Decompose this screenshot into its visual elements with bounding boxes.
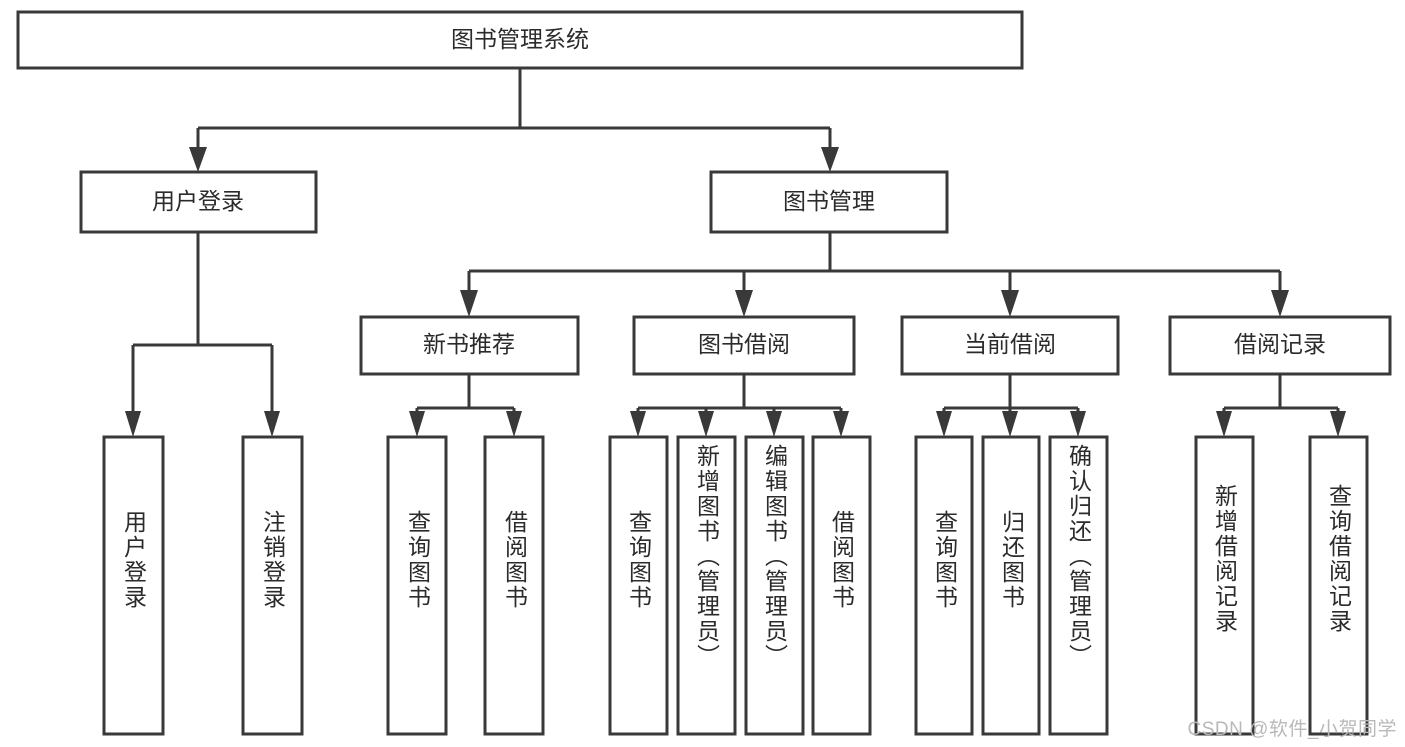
node-box-current-borrow[interactable] [900,315,1120,376]
leaf-label-logout: 注销登录 [259,510,286,610]
arrow-head-icon-book-borrow [735,290,753,317]
leaf-label-query-book-1: 查询图书 [404,510,431,610]
node-box-user-login[interactable] [79,170,318,234]
arrow-head-icon-leaf-add-record [1216,411,1232,437]
leaf-label-add-book: 新增图书（管理员） [693,444,720,669]
node-box-leaf-return-book[interactable] [981,435,1041,736]
arrow-head-icon-leaf-query-book-1 [409,411,425,437]
node-label-book-management: 图书管理 [783,188,875,214]
leaf-label-edit-book: 编辑图书（管理员） [761,444,788,669]
leaf-label-query-book-3: 查询图书 [931,510,958,610]
arrow-head-icon-leaf-borrow-book-1 [506,411,522,437]
leaf-label-query-record: 查询借阅记录 [1325,484,1352,634]
arrow-head-icon-leaf-borrow-book-2 [833,411,849,437]
arrow-head-icon-new-book-recommend [460,290,478,317]
node-box-leaf-borrow-book-1[interactable] [483,435,545,736]
arrow-head-icon-current-borrow [1001,290,1019,317]
node-label-current-borrow: 当前借阅 [964,331,1056,357]
node-label-borrow-record: 借阅记录 [1234,331,1326,357]
arrow-head-icon-leaf-query-book-2 [630,411,646,437]
node-box-leaf-user-login[interactable] [102,435,165,736]
node-box-new-book-recommend[interactable] [359,315,580,376]
node-box-leaf-borrow-book-2[interactable] [811,435,872,736]
connector-group-book-borrow [630,374,849,437]
arrow-head-icon-book-management [821,147,839,172]
leaf-label-return-book: 归还图书 [998,510,1025,610]
connector-group-new-book-recommend [409,374,522,437]
arrow-head-icon-leaf-edit-book [766,411,782,437]
arrow-head-icon-leaf-user-login [125,411,141,437]
node-box-leaf-add-record[interactable] [1194,435,1255,736]
leaf-label-user-login: 用户登录 [120,510,147,610]
node-box-book-borrow[interactable] [632,315,856,376]
connector-group-root [189,68,839,172]
node-box-leaf-query-record[interactable] [1308,435,1369,736]
connector-group-current-borrow [936,374,1086,437]
arrow-head-icon-leaf-query-record [1330,411,1346,437]
connector-group-user-login [125,232,280,437]
connector-group-book-management [460,232,1289,317]
connector-group-borrow-record [1216,374,1346,437]
watermark-text: CSDN @软件_小贺同学 [1187,719,1397,740]
node-label-user-login: 用户登录 [152,188,244,214]
arrow-head-icon-leaf-logout [264,411,280,437]
arrow-head-icon-leaf-confirm-return [1070,411,1086,437]
node-box-leaf-add-book[interactable] [676,435,737,736]
arrow-head-icon-leaf-return-book [1002,411,1018,437]
arrow-head-icon-leaf-add-book [698,411,714,437]
node-box-leaf-query-book-3[interactable] [914,435,974,736]
node-box-book-management[interactable] [709,170,949,234]
node-box-borrow-record[interactable] [1168,315,1392,376]
node-box-root[interactable] [16,10,1024,70]
leaf-label-borrow-book-1: 借阅图书 [501,510,528,610]
node-label-new-book-recommend: 新书推荐 [423,331,515,357]
arrow-head-icon-user-login [189,147,207,172]
node-label-root: 图书管理系统 [451,26,589,52]
leaf-label-add-record: 新增借阅记录 [1211,484,1238,634]
leaf-label-query-book-2: 查询图书 [625,510,652,610]
arrow-head-icon-borrow-record [1271,290,1289,317]
node-box-leaf-confirm-return[interactable] [1048,435,1109,736]
node-box-leaf-query-book-2[interactable] [608,435,669,736]
node-box-leaf-logout[interactable] [241,435,304,736]
node-box-leaf-edit-book[interactable] [744,435,805,736]
arrow-head-icon-leaf-query-book-3 [936,411,952,437]
leaf-label-confirm-return: 确认归还（管理员） [1065,444,1092,669]
leaf-label-borrow-book-2: 借阅图书 [828,510,855,610]
node-label-book-borrow: 图书借阅 [698,331,790,357]
node-box-leaf-query-book-1[interactable] [386,435,448,736]
